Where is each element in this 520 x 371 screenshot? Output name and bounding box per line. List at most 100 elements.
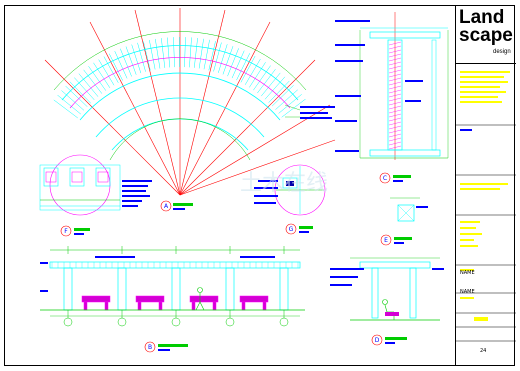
pergola-slat [149,39,156,70]
column-hatch-line [388,109,402,114]
column-hatch-line [388,69,402,74]
column-hatch-line [388,53,402,58]
column-hatch-line [388,61,402,66]
pergola-slat [120,48,132,77]
pergola-slat [194,37,198,68]
drawing-border [4,5,515,366]
pergola-slat [131,44,142,74]
column-hatch-line [388,45,402,50]
column-hatch-line [388,141,402,146]
pergola-slat [208,40,216,71]
detail-g: G [254,164,326,235]
pergola-slat [268,80,290,103]
watermark: 土木在线 [240,171,328,196]
pergola-slat [264,76,286,100]
pergola-slat [109,53,123,81]
pergola-slat [57,94,81,115]
pergola-slat [98,59,115,86]
pergola-slat [218,44,228,73]
pergola-slat [167,37,170,68]
section-d-notes [330,268,444,286]
logo-line-3: design [493,49,511,55]
column-hatch-line [388,85,402,90]
column-hatch-line [388,97,402,102]
pergola-slat [53,99,78,119]
person-figure [195,287,205,311]
pergola-slat [83,69,103,94]
elevation-notes [40,256,275,292]
pergola-beams [69,57,291,109]
elevation-benches [81,295,269,311]
pergola-slat [271,85,294,107]
column-hatch-line [388,77,402,82]
pergola-slat [240,55,256,83]
column-hatch-line [388,137,402,142]
section-c: C [335,12,449,184]
column-hatch-line [388,101,402,106]
detail-f-notes [122,180,152,207]
pergola-slat [61,90,85,111]
detail-e: E [380,197,428,246]
svg-text:D: D [375,337,380,344]
plan-leaders [284,104,301,118]
elevation-b: B [40,246,305,353]
column-hatch-line [388,129,402,134]
pergola-slat [125,46,137,75]
tb-divider [456,63,516,64]
column-hatch-line [388,117,402,122]
column-hatch-line [388,125,402,130]
pergola-slat [227,48,239,77]
column-hatch-line [388,81,402,86]
sheet-number: 24 [480,348,487,354]
plan-notes [300,106,335,119]
pergola-slat [93,62,111,89]
pergola-slat [213,42,222,72]
pergola-slat [103,56,119,83]
pergola-slat [74,77,95,101]
pergola-slat [189,37,192,68]
pergola-slat [281,98,306,118]
pergola-plan: A [44,8,336,212]
pergola-slat [78,73,99,97]
svg-text:A: A [164,203,169,210]
pergola-slat [114,51,128,79]
pergola-slat [203,39,210,70]
pergola-slat [222,46,234,75]
elevation-dim-ticks [67,246,285,254]
logo-line-1: Land [459,7,505,28]
logo-line-2: scape [459,25,513,46]
pergola-slat [253,65,271,91]
pergola-slat [173,37,175,68]
svg-text:F: F [64,228,68,235]
logo: Land scape design [459,7,515,55]
column-hatch-line [388,105,402,110]
column-hatching [388,41,402,150]
pergola-slat [65,85,88,107]
column-hatch-line [388,113,402,118]
title-block-name-b: NAME [460,289,475,295]
title-block-name-a: NAME [460,270,475,276]
column-hatch-line [388,93,402,98]
section-c-notes [335,20,423,152]
pergola-slat [244,58,261,85]
pergola-slat [236,53,250,81]
svg-text:B: B [148,344,152,351]
grid-bubbles [63,310,289,327]
pergola-slat [261,72,281,97]
column-hatch-line [388,73,402,78]
detail-f: F [39,154,152,237]
svg-text:G: G [289,226,294,233]
column-hatch-line [388,41,402,46]
pergola-slat [88,66,107,91]
column-hatch-line [388,65,402,70]
section-d: D [330,257,444,346]
pergola-slats [53,37,306,119]
radial-axes [44,8,336,196]
plan-label-a: A [160,200,193,212]
elevation-columns [63,267,289,311]
pergola-slat [249,62,266,88]
pergola-slat [257,68,276,94]
column-hatch-line [388,57,402,62]
